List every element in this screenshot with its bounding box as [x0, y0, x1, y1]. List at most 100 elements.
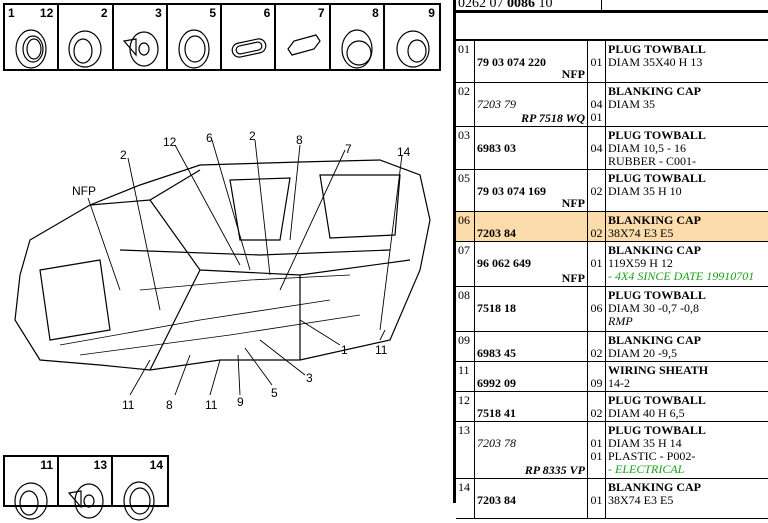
thumbnail-label: 8	[372, 6, 379, 20]
callout-label: 11	[375, 343, 388, 357]
part-tag: RP 8335 VP	[524, 463, 585, 477]
part-name: PLUG TOWBALL	[608, 128, 706, 142]
part-drawing-icon	[122, 31, 159, 67]
part-thumbnail[interactable]: 11	[5, 457, 60, 520]
row-ref: 05	[456, 170, 475, 211]
ref-suffix: 10	[535, 0, 553, 10]
thumbnail-label-left: 1	[8, 6, 15, 20]
row-ref: 01	[456, 41, 475, 82]
part-drawing-icon	[287, 34, 321, 56]
part-number[interactable]: 7203 79	[477, 97, 516, 111]
part-number[interactable]: 7203 78	[477, 436, 516, 450]
callout-label: 7	[345, 142, 352, 156]
part-description: DIAM 20 -9,5	[608, 346, 677, 360]
ref-prefix: 0262 07	[458, 0, 507, 10]
part-description: RUBBER - C001-	[608, 154, 697, 168]
part-description: DIAM 35 H 14	[608, 436, 682, 450]
callout-label: 2	[120, 148, 127, 162]
part-number-cell: 6983 03	[475, 127, 588, 169]
part-thumbnail[interactable]: 6	[222, 5, 277, 69]
callout-label: 11	[122, 398, 135, 412]
part-description: 38X74 E3 E5	[608, 226, 674, 240]
part-description: DIAM 10,5 - 16	[608, 141, 686, 155]
quantity: 01	[590, 436, 603, 450]
quantity-cell: 01	[588, 479, 606, 518]
quantity: 01	[590, 493, 603, 507]
quantity: 02	[590, 184, 603, 198]
blank-row	[456, 13, 768, 41]
part-number[interactable]: 6983 03	[477, 141, 516, 155]
part-thumbnail[interactable]: 7	[276, 5, 331, 69]
vehicle-body-diagram	[14, 139, 431, 396]
quantity-cell: 04	[588, 127, 606, 169]
thumbnail-label: 13	[93, 458, 108, 472]
part-thumbnail[interactable]: 14	[113, 457, 167, 521]
row-ref: 13	[456, 422, 475, 478]
part-number[interactable]: 7203 84	[477, 226, 516, 240]
thumbnail-label: 6	[263, 6, 271, 20]
part-drawing-icon	[231, 38, 267, 58]
part-number[interactable]: 7203 84	[477, 493, 516, 507]
part-number[interactable]: 96 062 649	[477, 256, 531, 270]
part-number-cell: 7203 84	[475, 479, 588, 518]
part-number[interactable]: 6983 45	[477, 346, 516, 360]
row-ref: 14	[456, 479, 475, 518]
part-thumbnail[interactable]: 9	[385, 5, 439, 69]
thumbnail-label: 3	[155, 6, 162, 20]
part-description: DIAM 35 H 10	[608, 184, 682, 198]
part-note: RMP	[608, 314, 633, 328]
part-number[interactable]: 6992 09	[477, 376, 516, 390]
callout-label: 9	[237, 395, 244, 409]
quantity-cell: 02	[588, 332, 606, 361]
thumbnail-label: 14	[149, 458, 163, 472]
leader-lines	[87, 139, 403, 396]
part-drawing-icon	[123, 481, 155, 521]
row-ref: 02	[456, 83, 475, 126]
ref-bold: 0086	[507, 0, 535, 10]
part-description: 119X59 H 12	[608, 256, 673, 270]
part-thumbnail[interactable]: 8	[331, 5, 385, 69]
reference-number: 0262 07 0086 10	[456, 0, 602, 10]
row-ref: 09	[456, 332, 475, 361]
reference-header: 0262 07 0086 10	[456, 0, 768, 13]
part-thumbnail[interactable]: 5	[168, 5, 222, 69]
parts-thumbnail-strip-bottom: 11 13 14	[3, 455, 169, 521]
part-drawing-icon	[14, 482, 48, 520]
part-thumbnail[interactable]: 2	[59, 5, 114, 69]
part-number[interactable]: 79 03 074 169	[477, 184, 546, 198]
part-drawing-icon	[396, 30, 430, 68]
quantity-cell: 02	[588, 170, 606, 211]
part-drawing-icon	[68, 30, 102, 68]
part-number[interactable]: 79 03 074 220	[477, 55, 546, 69]
thumbnail-label: 2	[100, 6, 108, 20]
part-name: BLANKING CAP	[608, 243, 702, 257]
part-thumbnail[interactable]: 3	[114, 5, 168, 69]
part-number[interactable]: 7518 18	[477, 301, 516, 315]
part-number[interactable]: 7518 41	[477, 406, 516, 420]
part-thumbnail[interactable]: 13	[59, 457, 114, 519]
part-number-cell: 7518 18	[475, 287, 588, 331]
quantity: 01	[590, 449, 603, 463]
thumbnail-label: 11	[40, 458, 54, 472]
quantity: 09	[590, 376, 603, 390]
